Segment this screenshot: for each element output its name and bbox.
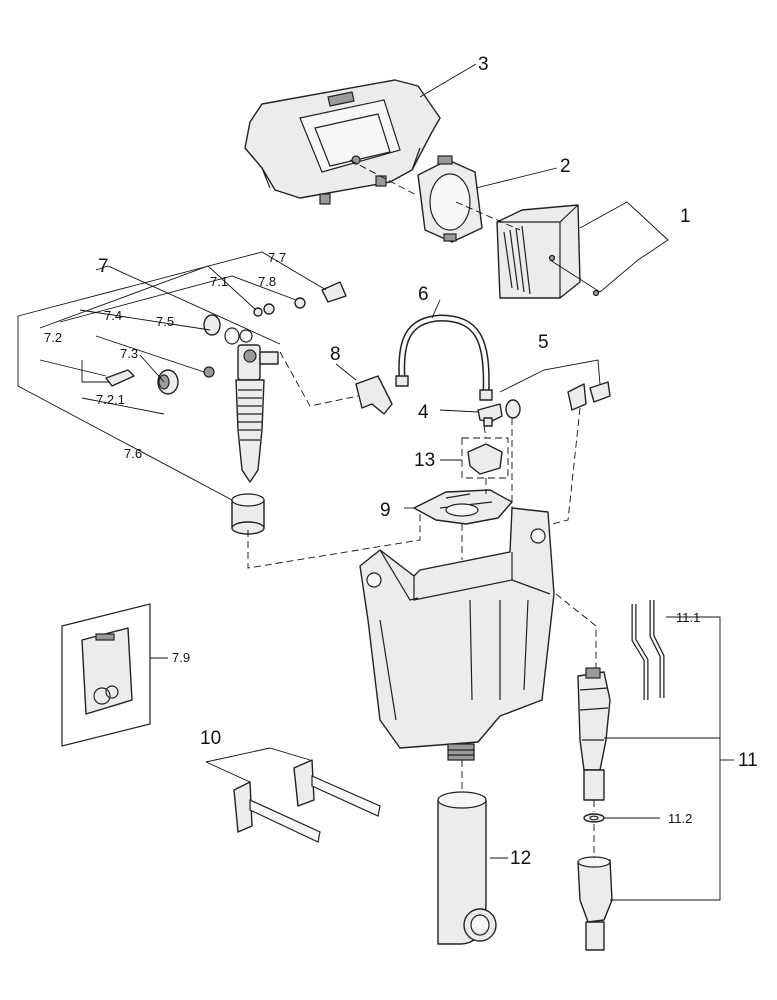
part-3-cover-frame [244, 79, 441, 205]
label-12: 12 [510, 848, 531, 869]
part-7-2-lever [105, 369, 135, 387]
label-8: 8 [330, 344, 341, 365]
label-7-2: 7.2 [44, 330, 62, 345]
part-13-unit [461, 437, 509, 479]
label-11: 11 [738, 750, 758, 771]
label-11-1: 11.1 [676, 610, 700, 625]
part-7-9-service-kit [61, 603, 151, 747]
label-11-2: 11.2 [668, 811, 692, 826]
assembly-dash-lines [247, 159, 597, 858]
part-9-frame [413, 489, 513, 525]
part-7-1-washer [253, 303, 275, 317]
label-1: 1 [680, 206, 691, 227]
label-7-6: 7.6 [124, 446, 142, 461]
label-2: 2 [560, 156, 571, 177]
part-6-hose [395, 314, 493, 401]
label-7-4: 7.4 [104, 308, 122, 323]
part-7-8-nut [294, 297, 306, 309]
part-7-4-ring [203, 366, 215, 378]
part-7-3-filter [157, 369, 179, 395]
label-5: 5 [538, 332, 549, 353]
label-7-8: 7.8 [258, 274, 276, 289]
label-7-2-1: 7.2.1 [96, 392, 125, 407]
part-1-actuator-box [496, 204, 600, 299]
part-11-flush-valve [577, 667, 613, 951]
label-7-9: 7.9 [172, 650, 190, 665]
callout-labels: 3 2 1 6 5 4 13 9 8 7 7.7 7.1 7.8 7.4 7.5… [44, 54, 758, 869]
part-4-connector [477, 403, 503, 427]
label-4: 4 [418, 402, 429, 423]
label-7-1: 7.1 [210, 274, 228, 289]
part-2-access-plate [417, 155, 483, 243]
part-10-wall-brackets [233, 759, 381, 843]
part-5-fittings [505, 381, 611, 419]
label-7-5: 7.5 [156, 314, 174, 329]
label-13: 13 [414, 450, 435, 471]
part-11-1-rods [631, 600, 665, 700]
label-7-3: 7.3 [120, 346, 138, 361]
part-12-flush-pipe [437, 791, 497, 945]
part-7-fill-valve [235, 329, 279, 483]
label-9: 9 [380, 500, 391, 521]
label-7: 7 [98, 256, 109, 277]
part-7-6-float [231, 493, 265, 535]
leader-lines [17, 63, 734, 901]
part-8-bracket [355, 375, 393, 415]
label-7-7: 7.7 [268, 250, 286, 265]
label-3: 3 [478, 54, 489, 75]
part-7-7-cap [321, 281, 347, 303]
label-10: 10 [200, 728, 221, 749]
label-6: 6 [418, 284, 429, 305]
cistern-tank [359, 507, 555, 761]
